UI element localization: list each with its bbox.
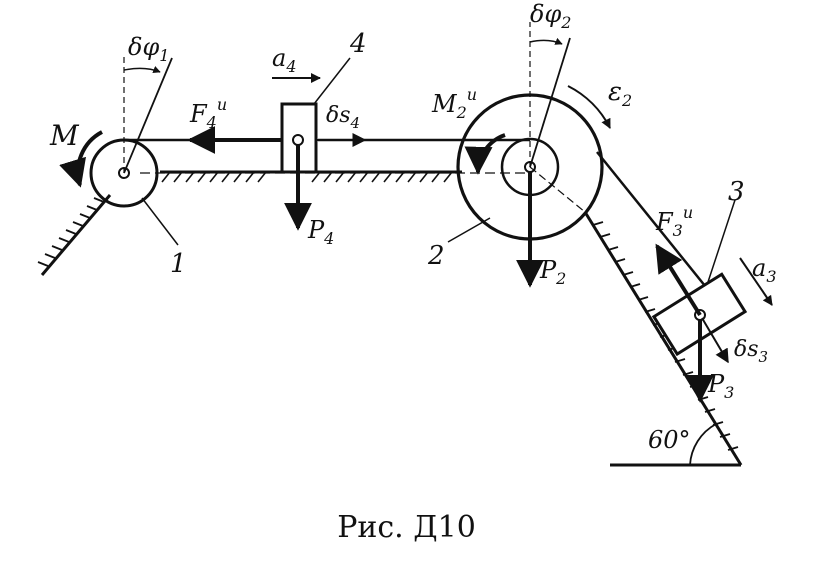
torque-arrow — [59, 130, 103, 188]
inertia-force-3-label: F3и — [655, 203, 693, 240]
block-3-number: 3 — [728, 177, 745, 207]
rope — [124, 138, 719, 303]
incline-angle-label: 60° — [648, 426, 691, 454]
block-4-leader — [313, 57, 351, 105]
acceleration-3-arrow — [739, 257, 773, 306]
wheel-2-number: 2 — [427, 241, 445, 271]
wheel-2-leader — [447, 217, 491, 243]
virtual-disp-4-label: δs4 — [326, 103, 360, 132]
acceleration-4-label: a4 — [272, 44, 297, 76]
wheel-1 — [89, 55, 173, 208]
acceleration-3-label: a3 — [752, 254, 777, 286]
virtual-rotation-1-label: δφ1 — [128, 33, 169, 65]
torque-label: M — [49, 119, 80, 152]
virtual-disp-3-label: δs3 — [734, 337, 768, 366]
block-4-number: 4 — [349, 29, 367, 59]
virtual-rotation-2-label: δφ2 — [530, 0, 571, 32]
horizontal-ground-hatch — [161, 171, 453, 183]
virtual-disp-3-arrow — [701, 317, 729, 364]
angular-accel-2-label: ε2 — [608, 77, 632, 110]
figure-caption: Рис. Д10 — [337, 510, 476, 545]
inertia-force-4-label: F4и — [189, 95, 227, 132]
left-support — [37, 194, 112, 276]
angular-accel-2-arrow — [567, 85, 611, 129]
wheel-1-number: 1 — [170, 249, 187, 279]
weight-4-label: P4 — [307, 216, 334, 248]
weight-3-label: P3 — [707, 370, 734, 402]
inertia-moment-2-arrow — [464, 133, 506, 175]
inertia-moment-2-label: M2и — [431, 85, 477, 122]
wheel-1-leader — [141, 197, 179, 246]
block-3-leader — [707, 199, 736, 283]
weight-2-label: P2 — [539, 256, 566, 288]
inertia-force-3-arrow — [655, 243, 702, 317]
inclined-plane — [583, 211, 743, 467]
